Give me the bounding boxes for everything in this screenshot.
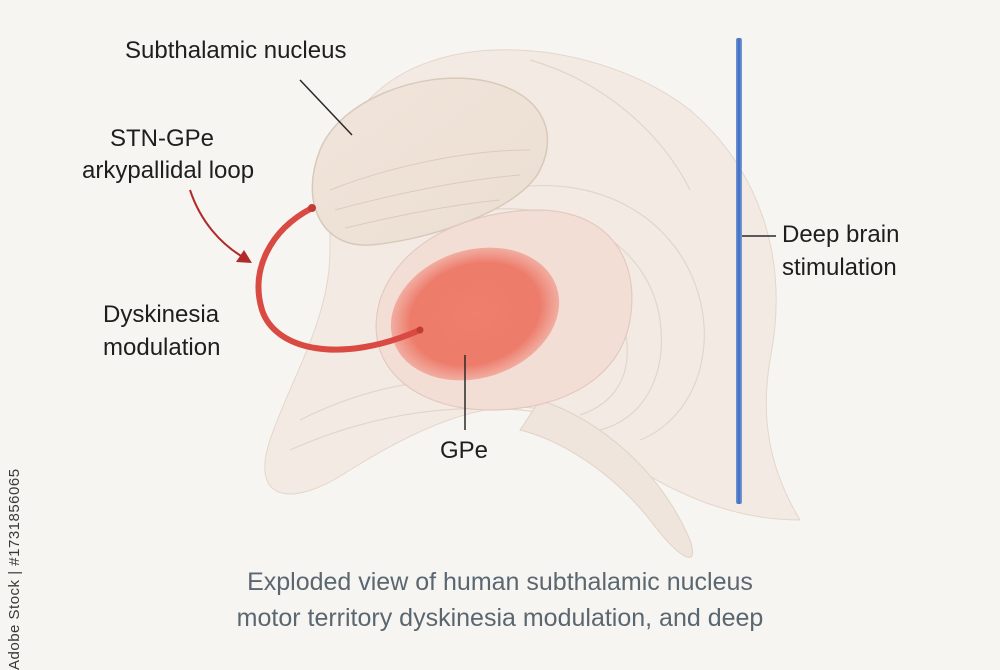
caption-line1: Exploded view of human subthalamic nucle… (247, 568, 753, 596)
loop-arrow-head (236, 250, 252, 263)
label-subthalamic-nucleus: Subthalamic nucleus (125, 37, 347, 64)
dbs-electrode (736, 38, 742, 504)
pallidal-stem (519, 399, 694, 558)
loop-fiber-end-top (308, 204, 316, 212)
loop-fiber-end-bottom (416, 326, 424, 334)
label-loop-line2: arkypallidal loop (82, 157, 255, 184)
subthalamic-nucleus-shape (311, 77, 549, 246)
loop-arrow-shaft (189, 189, 249, 261)
caption-line2: motor territory dyskinesia modulation, a… (236, 604, 764, 632)
arkypallidal-loop-fiber (255, 205, 423, 353)
label-gpe: GPe (440, 437, 489, 464)
label-dbs-line1: Deep brain (782, 221, 900, 248)
stock-watermark: Adobe Stock | #1731856065 (6, 468, 23, 670)
label-dbs-line2: stimulation (782, 254, 897, 281)
gpe-core (390, 247, 560, 381)
label-dyskinesia-line2: modulation (103, 334, 221, 361)
label-dyskinesia-line1: Dyskinesia (103, 301, 220, 328)
stn-striations (329, 149, 531, 229)
stn-leader-line (299, 79, 353, 136)
label-loop-line1: STN-GPe (110, 125, 215, 152)
